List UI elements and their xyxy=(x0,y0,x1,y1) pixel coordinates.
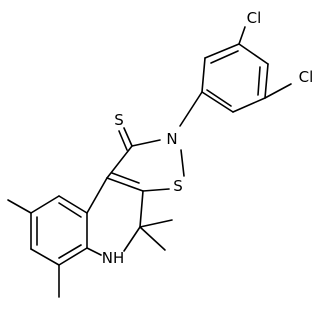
bond xyxy=(179,91,203,127)
dihydropyridine-ring xyxy=(86,177,144,256)
bond xyxy=(142,188,170,192)
double-bond-inner xyxy=(111,172,140,184)
double-bond-inner xyxy=(206,89,232,107)
isothiazole-ring xyxy=(106,91,203,192)
bond xyxy=(139,190,144,228)
double-bond-inner xyxy=(257,66,261,96)
dichlorophenyl-ring xyxy=(201,43,269,113)
double-bond-inner xyxy=(58,202,82,218)
gem-dimethyl xyxy=(139,219,173,251)
bond xyxy=(264,63,269,99)
thione-double-bond xyxy=(123,127,133,147)
bond xyxy=(30,195,60,214)
double-bond-inner xyxy=(58,244,82,259)
bond xyxy=(232,97,266,113)
bond xyxy=(264,83,292,99)
chlorine-label-right: Cl xyxy=(299,68,314,86)
chloro-substituents xyxy=(238,26,292,99)
amine-label: NH xyxy=(102,249,125,267)
chlorine-label-top: Cl xyxy=(247,9,262,27)
aryl-methyls xyxy=(7,199,60,298)
methyl-bond xyxy=(139,219,173,228)
bond xyxy=(106,177,144,192)
bond xyxy=(204,43,240,59)
bond xyxy=(58,247,88,266)
methyl-bond xyxy=(7,199,32,214)
thione-double-bond xyxy=(118,130,128,151)
thione-sulfur-label: S xyxy=(114,111,124,129)
benzo-ring xyxy=(30,195,88,266)
bond xyxy=(58,195,88,214)
bond xyxy=(201,91,234,113)
bond xyxy=(131,139,161,147)
bond xyxy=(201,57,206,93)
double-bond-inner xyxy=(210,50,239,64)
bond xyxy=(86,177,108,214)
bond xyxy=(106,145,133,179)
bond xyxy=(123,226,141,252)
bond xyxy=(86,247,102,256)
bond xyxy=(238,26,246,45)
bond xyxy=(180,149,185,177)
bond xyxy=(238,43,269,65)
ring-nitrogen-label: N xyxy=(166,130,177,148)
ring-sulfur-label: S xyxy=(173,177,183,195)
methyl-bond xyxy=(139,226,166,251)
bond xyxy=(30,248,60,266)
